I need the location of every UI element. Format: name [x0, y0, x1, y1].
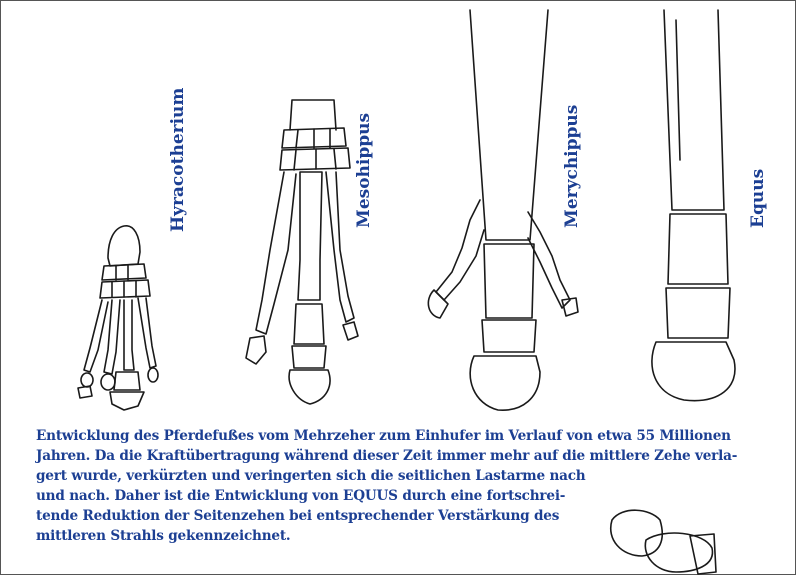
caption-line-1: Entwicklung des Pferdefußes vom Mehrzehe…	[36, 426, 731, 446]
label-hyracotherium: Hyracotherium	[168, 88, 188, 232]
equus-foot-bones	[652, 10, 735, 401]
caption-line-6: mittleren Strahls gekennzeichnet.	[36, 526, 290, 546]
merychippus-foot-bones	[428, 10, 578, 410]
label-merychippus: Merychippus	[562, 105, 582, 228]
label-mesohippus: Mesohippus	[354, 113, 374, 228]
caption-line-3: gert wurde, verkürzten und veringerten s…	[36, 466, 586, 486]
mesohippus-foot-bones	[246, 100, 358, 404]
hyracotherium-foot-bones	[78, 226, 158, 410]
caption-line-5: tende Reduktion der Seitenzehen bei ents…	[36, 506, 559, 526]
figure-caption: Entwicklung des Pferdefußes vom Mehrzehe…	[36, 426, 776, 576]
caption-line-4: und nach. Daher ist die Entwicklung von …	[36, 486, 565, 506]
caption-line-2: Jahren. Da die Kraftübertragung während …	[36, 446, 737, 466]
label-equus: Equus	[748, 169, 768, 228]
